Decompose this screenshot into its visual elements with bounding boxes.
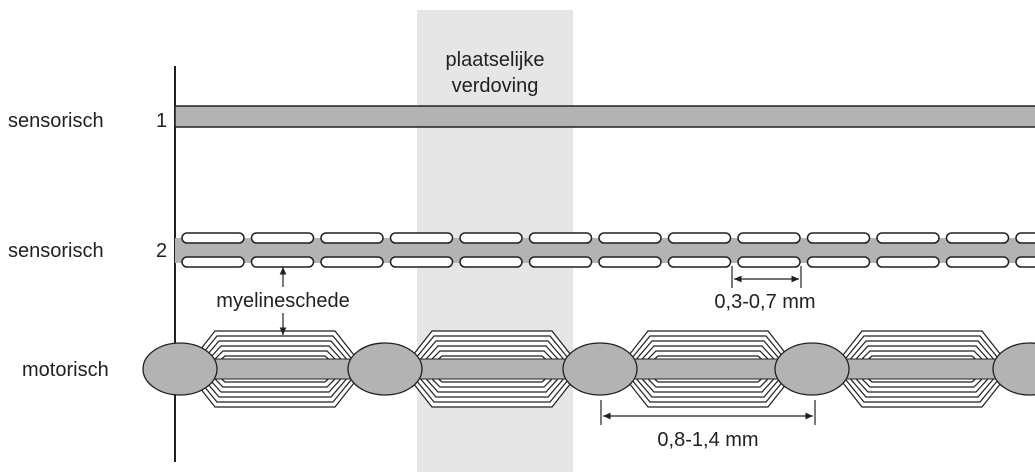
- fiber-2-myelin-segment: [250, 232, 315, 244]
- fiber-2-myelin-segment: [598, 232, 662, 244]
- fiber-2-myelin-segment: [876, 232, 940, 244]
- fiber-2-myelin-segment: [389, 256, 454, 268]
- zone-label-line2: verdoving: [452, 75, 539, 97]
- fiber-3-node: [347, 342, 423, 396]
- fiber-2-myelin-segment: [181, 232, 245, 244]
- fiber-3-node: [992, 342, 1035, 396]
- fiber-2-myelin-segment: [598, 256, 662, 268]
- fiber-2-number: 2: [156, 240, 167, 262]
- sheath-label: myelineschede: [216, 290, 349, 312]
- fiber-2-myelin-segment: [320, 232, 384, 244]
- fiber-3-node: [142, 342, 218, 396]
- fiber-2-myelin-segment: [389, 232, 454, 244]
- fiber-1-axon: [174, 105, 1035, 128]
- fiber-3-nodes: [142, 342, 1035, 396]
- fiber-2-type-label: sensorisch: [8, 240, 104, 262]
- fiber-2-myelin-segment: [737, 256, 801, 268]
- fiber-2-myelin-segment: [945, 232, 1010, 244]
- fiber-2-myelin-segment: [1015, 232, 1035, 244]
- fiber-3-node: [774, 342, 850, 396]
- fiber-3-node: [562, 342, 638, 396]
- fiber-1-number: 1: [156, 110, 167, 132]
- fiber-2-myelin-segment: [737, 232, 801, 244]
- fiber-2-myelin-segment: [528, 232, 593, 244]
- fiber-2-myelin-segment: [320, 256, 384, 268]
- fiber-2-myelin-segment: [528, 256, 593, 268]
- fiber-2-myelin-segment: [806, 232, 871, 244]
- fiber-2-myelin-segment: [1015, 256, 1035, 268]
- fiber-2-myelin-segment: [806, 256, 871, 268]
- zone-label-line1: plaatselijke: [446, 49, 545, 71]
- fiber-3: [142, 330, 1035, 408]
- fiber-2-myelin-segment: [459, 232, 523, 244]
- fiber-3-type-label: motorisch: [22, 359, 109, 381]
- measure-3-label: 0,8-1,4 mm: [657, 429, 758, 451]
- fiber-2: [175, 232, 1035, 268]
- fiber-1-type-label: sensorisch: [8, 110, 104, 132]
- fiber-2-myelin-segment: [667, 232, 732, 244]
- fiber-2-myelin-segment: [250, 256, 315, 268]
- measure-2-label: 0,3-0,7 mm: [714, 291, 815, 313]
- fiber-2-myelin-segment: [459, 256, 523, 268]
- fiber-2-myelin-segment: [945, 256, 1010, 268]
- fiber-2-myelin-segment: [876, 256, 940, 268]
- fiber-2-myelin-segment: [181, 256, 245, 268]
- fiber-2-sheaths: [181, 232, 1035, 268]
- fiber-2-myelin-segment: [667, 256, 732, 268]
